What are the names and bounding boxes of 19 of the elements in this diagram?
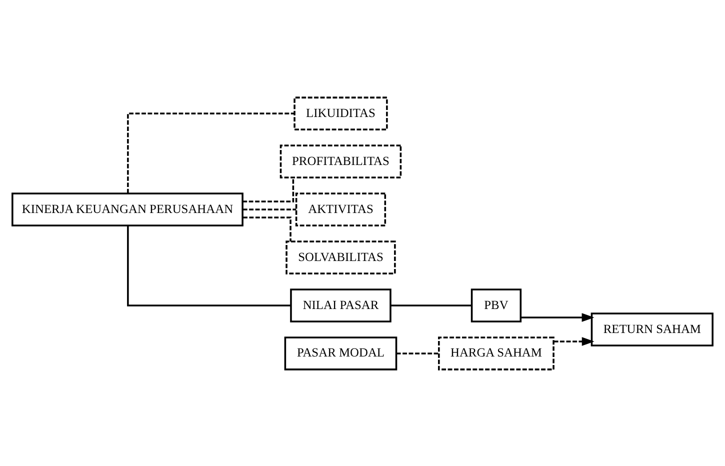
node-box: PASAR MODAL (284, 336, 398, 370)
connector (242, 216, 292, 241)
connector (390, 304, 472, 306)
node-box: KINERJA KEUANGAN PERUSAHAAN (12, 192, 244, 226)
node-box: SOLVABILITAS (286, 240, 396, 274)
connector (127, 112, 294, 193)
connector (127, 225, 291, 306)
node-box: PROFITABILITAS (280, 144, 402, 178)
connector (396, 352, 439, 354)
node-box: AKTIVITAS (295, 192, 386, 226)
connector (242, 177, 294, 202)
arrow (554, 336, 594, 346)
arrow (520, 312, 594, 322)
node-box: RETURN SAHAM (590, 312, 714, 346)
node-box: LIKUIDITAS (294, 96, 388, 130)
node-box: NILAI PASAR (290, 288, 392, 322)
connector (242, 208, 296, 210)
node-box: HARGA SAHAM (438, 336, 554, 370)
node-box: PBV (470, 288, 522, 322)
